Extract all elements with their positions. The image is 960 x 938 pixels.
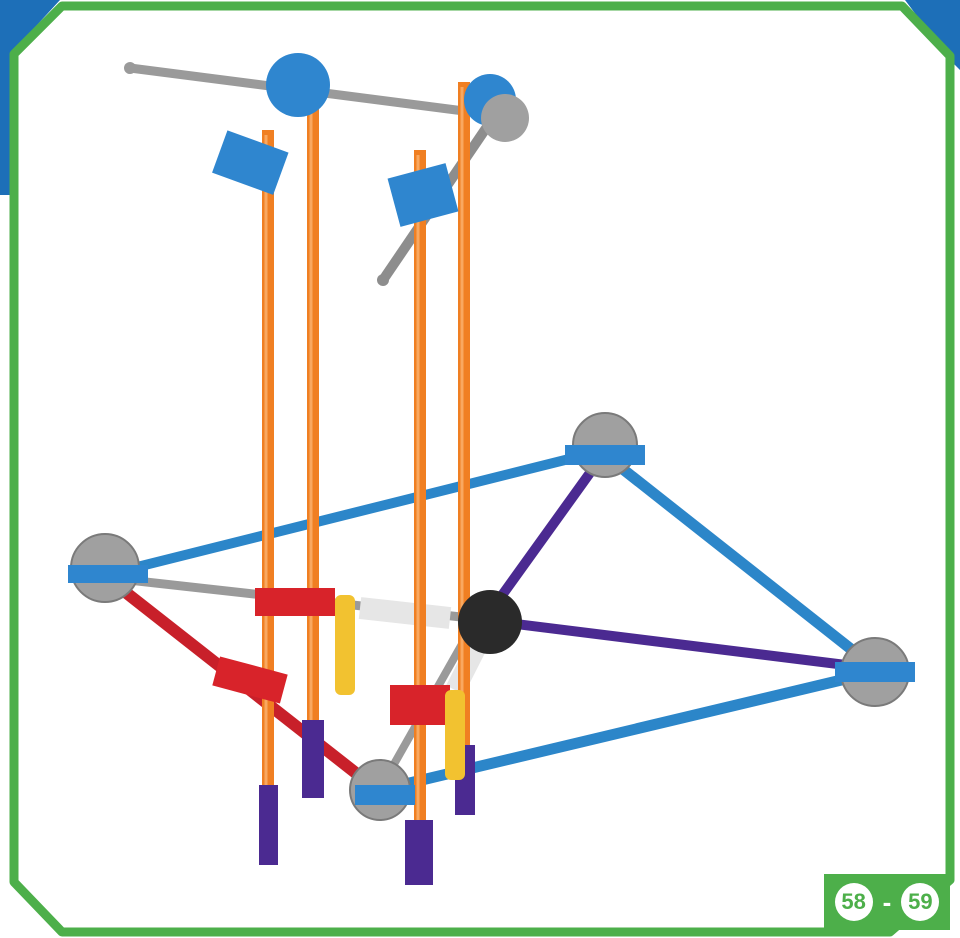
blue-connector-top-3 <box>212 130 289 195</box>
rod-end-2 <box>377 274 389 286</box>
white-tube <box>358 597 452 629</box>
red-yellow-parts <box>212 588 465 780</box>
yellow-clip-2 <box>445 690 465 780</box>
connectors <box>68 53 915 821</box>
blue-rod-right <box>601 450 879 673</box>
purple-clips <box>259 720 475 885</box>
black-connector <box>458 590 522 654</box>
red-connector-3 <box>390 685 450 725</box>
purple-clip-2 <box>302 720 324 798</box>
page-number-start: 58 <box>834 883 873 921</box>
blue-connector-back <box>565 445 645 465</box>
page-number-end: 59 <box>901 883 940 921</box>
purple-clip-3 <box>405 820 433 885</box>
purple-clip-1 <box>259 785 278 865</box>
page-separator: - <box>882 886 892 917</box>
page-number-badge: 58 - 59 <box>824 874 950 930</box>
blue-connector-top-1 <box>266 53 330 117</box>
blue-connector-front <box>355 785 415 805</box>
purple-rod-1 <box>485 449 610 615</box>
frame-border <box>9 1 955 937</box>
blue-connector-left <box>68 565 148 583</box>
rod-end <box>124 62 136 74</box>
yellow-clip-1 <box>335 595 355 695</box>
blue-connector-top-4 <box>387 163 459 227</box>
grey-connector-top-2 <box>481 94 529 142</box>
red-connector-2 <box>212 656 288 704</box>
blue-rod-back <box>103 445 607 580</box>
red-connector-1 <box>255 588 335 616</box>
purple-rod-2 <box>499 617 871 673</box>
blue-connector-right <box>835 662 915 682</box>
